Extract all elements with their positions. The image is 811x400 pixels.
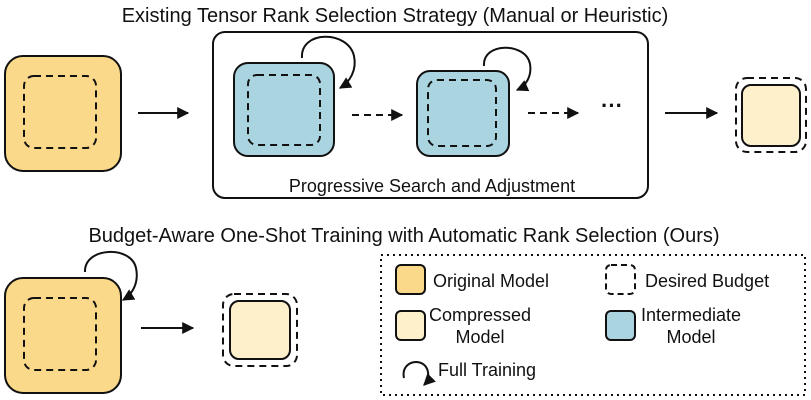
full-training-loop-icon-bottom bbox=[83, 251, 138, 301]
legend-compressed-label-1: Compressed bbox=[429, 305, 531, 325]
legend-full-training-label: Full Training bbox=[438, 360, 536, 380]
progressive-search-panel bbox=[212, 31, 649, 199]
intermediate-model-1 bbox=[233, 62, 335, 157]
legend-compressed-label-2: Model bbox=[455, 327, 504, 347]
intermediate-model-2 bbox=[416, 70, 510, 157]
full-training-loop-icon-1 bbox=[300, 35, 356, 89]
top-title: Existing Tensor Rank Selection Strategy … bbox=[122, 5, 669, 27]
compressed-model-bottom bbox=[222, 293, 298, 367]
bottom-title: Budget-Aware One-Shot Training with Auto… bbox=[88, 225, 719, 247]
legend-original-model: Original Model bbox=[395, 264, 549, 295]
legend-intermediate-label-1: Intermediate bbox=[641, 305, 741, 325]
legend-intermediate-label-2: Model bbox=[666, 327, 715, 347]
legend-compressed-model: Compressed Model bbox=[395, 305, 531, 347]
full-training-loop-icon-2 bbox=[482, 46, 532, 92]
original-model-top bbox=[4, 55, 122, 172]
compressed-model-top bbox=[735, 77, 807, 153]
legend-full-training-icon bbox=[402, 361, 436, 386]
legend-budget-label: Desired Budget bbox=[645, 271, 769, 291]
legend-original-label: Original Model bbox=[433, 271, 549, 291]
legend-full-training: Full Training bbox=[402, 360, 536, 386]
legend-intermediate-model: Intermediate Model bbox=[605, 305, 741, 347]
legend-box bbox=[380, 254, 806, 396]
ellipsis: ··· bbox=[601, 93, 623, 118]
legend-desired-budget: Desired Budget bbox=[605, 264, 769, 295]
original-model-bottom bbox=[4, 277, 122, 394]
panel-caption: Progressive Search and Adjustment bbox=[289, 176, 575, 196]
